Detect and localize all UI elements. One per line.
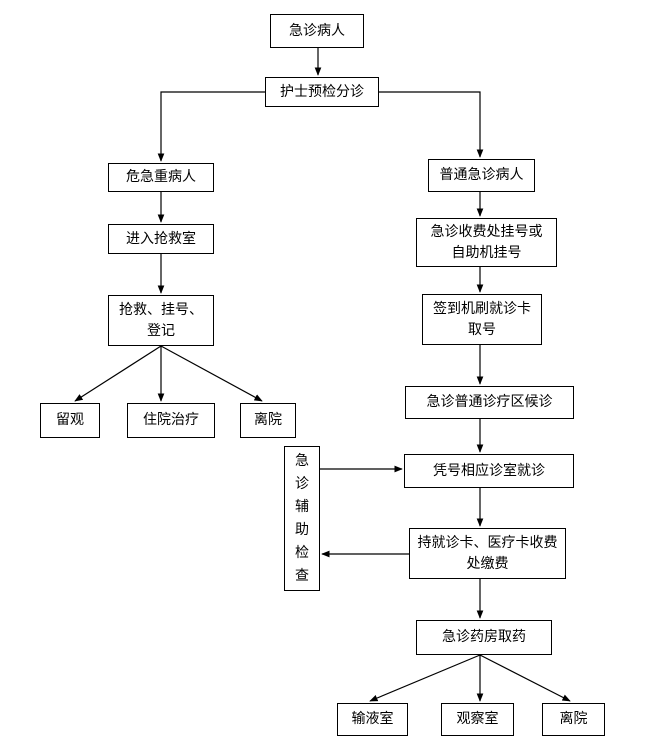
node-critical-patient: 危急重病人: [108, 163, 214, 192]
node-label: 护士预检分诊: [280, 83, 364, 100]
node-label: 进入抢救室: [126, 230, 196, 247]
node-label: 抢救、挂号、 登记: [119, 301, 203, 339]
arrow-register-to-observation: [74, 345, 162, 402]
node-hospitalization: 住院治疗: [127, 403, 215, 438]
node-label: 离院: [254, 412, 282, 428]
node-checkin-card: 签到机刷就诊卡 取号: [422, 294, 542, 345]
node-register-payment: 急诊收费处挂号或 自助机挂号: [416, 218, 557, 267]
node-pay-fees: 持就诊卡、医疗卡收费 处缴费: [409, 528, 566, 579]
node-consult-room: 凭号相应诊室就诊: [404, 454, 574, 488]
node-emergency-patient: 急诊病人: [270, 14, 364, 48]
node-nurse-triage: 护士预检分诊: [265, 77, 379, 107]
node-label: 急诊药房取药: [442, 629, 526, 645]
node-label: 危急重病人: [126, 169, 196, 185]
node-rescue-register: 抢救、挂号、 登记: [108, 295, 214, 346]
node-label: 签到机刷就诊卡 取号: [433, 300, 531, 338]
node-label: 观察室: [456, 711, 499, 727]
node-label: 输液室: [351, 711, 394, 727]
arrow-triage-to-general: [379, 91, 484, 158]
node-label: 急诊病人: [289, 22, 345, 39]
node-leave-left: 离院: [240, 403, 296, 438]
node-label: 留观: [56, 412, 84, 428]
arrow-pharmacy-to-leave: [479, 654, 571, 702]
node-label: 急 诊 辅 助 检 查: [295, 452, 309, 584]
node-observation: 留观: [40, 403, 100, 438]
node-label: 急诊普通诊疗区候诊: [426, 394, 553, 410]
node-label: 持就诊卡、医疗卡收费 处缴费: [417, 534, 558, 572]
arrow-triage-to-critical: [157, 91, 265, 162]
node-enter-rescue-room: 进入抢救室: [108, 224, 214, 254]
node-general-patient: 普通急诊病人: [428, 159, 535, 192]
arrow-register-to-leave: [160, 345, 263, 402]
node-aux-exam: 急 诊 辅 助 检 查: [284, 446, 320, 591]
node-label: 住院治疗: [143, 412, 199, 428]
arrow-pharmacy-to-infusion: [369, 654, 481, 702]
node-label: 急诊收费处挂号或 自助机挂号: [430, 223, 543, 261]
node-leave-right: 离院: [542, 703, 605, 736]
node-pharmacy: 急诊药房取药: [416, 620, 552, 655]
node-infusion-room: 输液室: [337, 703, 408, 736]
node-label: 离院: [559, 711, 588, 727]
node-observation-room: 观察室: [441, 703, 514, 736]
node-label: 普通急诊病人: [439, 167, 524, 183]
node-waiting-area: 急诊普通诊疗区候诊: [405, 386, 574, 419]
node-label: 凭号相应诊室就诊: [433, 462, 545, 479]
